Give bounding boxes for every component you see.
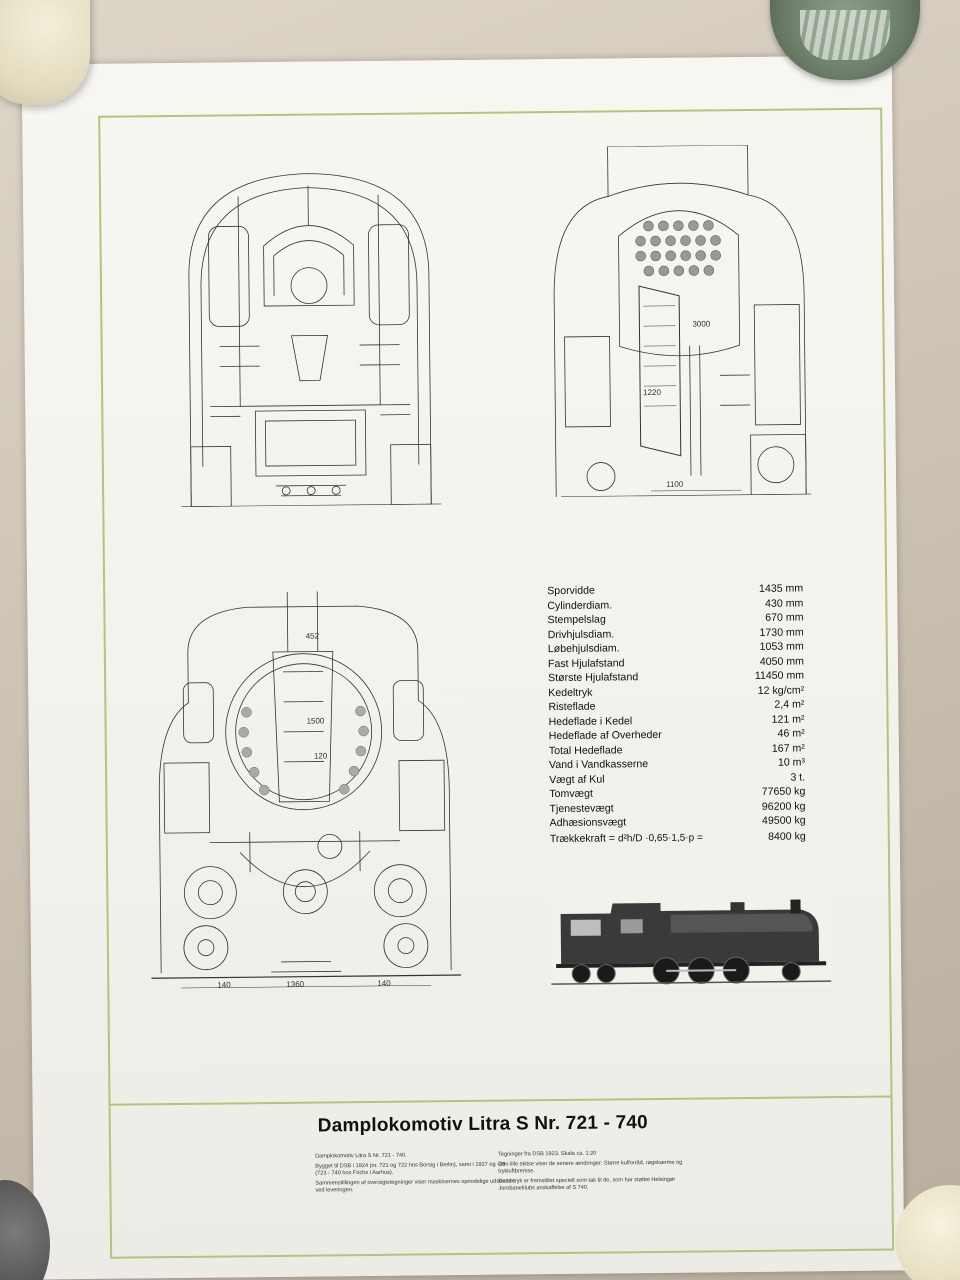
note-paragraph: Den lille skitse viser de senere ændring…	[498, 1159, 683, 1175]
tractive-force-row: Trækkekraft = d²h/D ·0,65·1,5·p = 8400 k…	[550, 828, 820, 847]
spec-value: 2,4 m²	[774, 698, 805, 711]
candle-top-left	[0, 0, 90, 105]
formula-value: 8400 kg	[768, 829, 806, 843]
note-paragraph: Bygget til DSB i 1924 (nr. 721 og 722 ho…	[315, 1161, 506, 1177]
spec-name: Kedeltryk	[548, 686, 593, 699]
poster: 452 1500 120 1360 140 140 3000 1220 1100…	[21, 55, 905, 1280]
spec-value: 1053 mm	[759, 640, 804, 653]
spec-row: Vand i Vandkasserne 10 m³	[549, 755, 819, 772]
spec-name: Total Hedeflade	[548, 743, 623, 757]
spec-value: 1730 mm	[759, 625, 804, 639]
spec-value: 12 kg/cm²	[757, 683, 805, 697]
spec-value: 3 t.	[790, 770, 806, 784]
note-paragraph: Tegninger fra DSB 1923. Skala ca. 1:20	[498, 1150, 597, 1158]
spec-name: Vægt af Kul	[549, 773, 605, 786]
spec-value: 49500 kg	[761, 814, 806, 827]
spec-value: 11450 mm	[754, 669, 805, 682]
spec-name: Løbehjulsdiam.	[547, 642, 620, 656]
spec-value: 4050 mm	[759, 654, 805, 668]
dimension-label: 452	[305, 631, 320, 641]
notes-right: Tegninger fra DSB 1923. Skala ca. 1:20 D…	[498, 1149, 708, 1195]
spec-name: Hedeflade af Overheder	[548, 728, 662, 743]
spec-value: 77650 kg	[761, 785, 806, 798]
spec-name: Vand i Vandkasserne	[548, 758, 649, 772]
locomotive-side-photo	[550, 891, 832, 990]
dimension-label: 1100	[666, 479, 684, 489]
spec-name: Adhæsionsvægt	[549, 816, 627, 830]
spec-value: 430 mm	[765, 596, 804, 610]
dimension-label: 3000	[692, 319, 711, 329]
notes-left: Damplokomotiv Litra S Nr. 721 - 740. Byg…	[315, 1151, 515, 1197]
note-paragraph: Dette tryk er fremstillet specielt som t…	[498, 1176, 676, 1192]
dimension-label: 1500	[306, 716, 325, 726]
dimension-label: 140	[217, 980, 231, 990]
spec-name: Tomvægt	[549, 787, 593, 801]
dimension-label: 140	[377, 978, 391, 988]
spec-value: 10 m³	[777, 756, 806, 769]
spec-name: Drivhjulsdiam.	[547, 627, 615, 641]
spec-value: 167 m²	[771, 741, 805, 755]
spec-value: 670 mm	[765, 611, 804, 624]
formula-name: Trækkekraft =	[549, 831, 616, 845]
spec-name: Sporvidde	[547, 584, 595, 598]
dimension-label: 120	[313, 751, 328, 761]
note-paragraph: Damplokomotiv Litra S Nr. 721 - 740.	[315, 1152, 407, 1160]
front-view-drawing	[178, 164, 442, 507]
spec-name: Stempelslag	[547, 613, 606, 627]
spec-name: Risteflade	[548, 700, 596, 714]
spec-name: Tjenestevægt	[549, 801, 614, 815]
spec-value: 96200 kg	[761, 799, 806, 813]
smokebox-section-drawing	[147, 590, 462, 993]
spec-value: 1435 mm	[758, 582, 804, 595]
spec-name: Hedeflade i Kedel	[548, 714, 633, 728]
formula-expression: d²h/D ·0,65·1,5·p =	[617, 831, 703, 844]
spec-value: 121 m²	[771, 712, 805, 726]
boiler-section-drawing	[538, 144, 822, 498]
dimension-label: 1220	[643, 387, 661, 398]
note-paragraph: Sammenstillingen af oversigtstegninger v…	[315, 1178, 515, 1194]
spec-name: Største Hjulafstand	[548, 671, 639, 685]
specifications-table: Sporvidde 1435 mm Cylinderdiam. 430 mm Ste…	[547, 581, 820, 846]
dimension-label: 1360	[286, 979, 305, 989]
spec-name: Cylinderdiam.	[547, 598, 613, 612]
spec-value: 46 m²	[777, 727, 805, 740]
jar-label	[800, 10, 890, 60]
spec-name: Fast Hjulafstand	[547, 656, 625, 670]
